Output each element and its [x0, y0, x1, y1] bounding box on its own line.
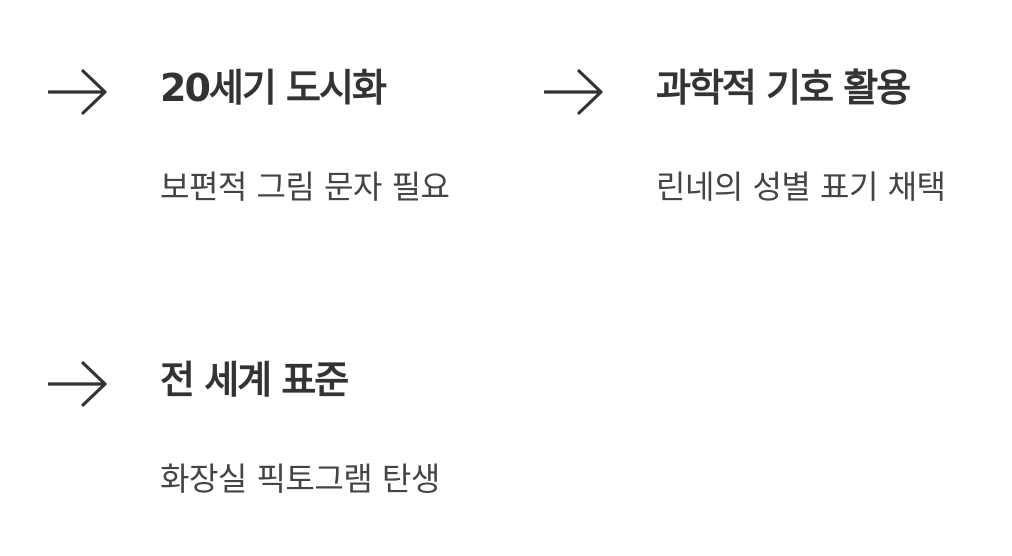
point-description: 린네의 성별 표기 채택 — [656, 168, 946, 206]
arrow-right-icon — [544, 68, 606, 116]
point-title: 전 세계 표준 — [160, 358, 349, 402]
arrow-right-icon — [48, 360, 110, 408]
point-title: 과학적 기호 활용 — [656, 66, 911, 110]
point-description: 보편적 그림 문자 필요 — [160, 168, 450, 206]
arrow-right-icon — [48, 68, 110, 116]
point-description: 화장실 픽토그램 탄생 — [160, 460, 440, 498]
point-title: 20세기 도시화 — [160, 66, 387, 110]
